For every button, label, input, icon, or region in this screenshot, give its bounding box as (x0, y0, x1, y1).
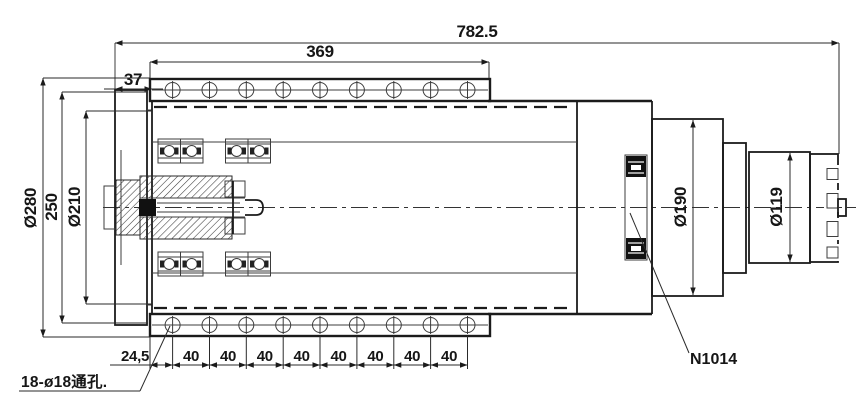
shaft-end-nub (837, 198, 847, 217)
dia-119-value: Ø119 (767, 187, 786, 226)
hole-pitch-value: 40 (257, 348, 273, 365)
front-bearings-bottom (157, 251, 271, 277)
hole-pitch-value: 40 (294, 348, 310, 365)
holes-note-leader (139, 325, 171, 392)
dimension-dia-210: Ø210 (65, 110, 152, 305)
dia-210-value: Ø210 (65, 187, 84, 227)
dia-250-value: 250 (42, 193, 61, 220)
clamp-ring-top (224, 180, 246, 198)
hole-chain-dimension: 24,5 40 40 40 40 40 40 40 40 (110, 336, 468, 369)
dimension-front-offset: 37 (104, 70, 163, 92)
collet-chuck-assembly (103, 175, 264, 240)
hole-pitch-value: 40 (404, 348, 420, 365)
bolt-holes-top (164, 81, 476, 99)
rear-castellated-end (809, 153, 847, 263)
clamp-ring-bottom (224, 217, 246, 235)
bearing-label-text: N1014 (690, 351, 737, 368)
bearing-callout: N1014 (629, 212, 737, 368)
dimension-dia-250: 250 (42, 91, 148, 324)
hole-pitch-value: 40 (330, 348, 346, 365)
dia-190-value: Ø190 (671, 187, 690, 227)
drawbar-key (139, 199, 156, 216)
front-bearings-top (157, 138, 271, 164)
bearing-block (247, 138, 271, 164)
dia-280-value: Ø280 (21, 188, 40, 228)
rear-bearing-n1014 (624, 154, 648, 261)
hole-pitch-value: 40 (367, 348, 383, 365)
dimension-flange-length: 369 (149, 42, 490, 78)
overall-length-value: 782.5 (456, 22, 497, 41)
bearing-block (225, 138, 249, 164)
hole-pitch-value: 40 (441, 348, 457, 365)
bearing-leader (629, 212, 690, 354)
mounting-flange-top (148, 77, 492, 103)
hole-pitch-value: 40 (220, 348, 236, 365)
bearing-block (180, 138, 204, 164)
bearing-block (180, 251, 204, 277)
dimension-overall-length: 782.5 (115, 22, 840, 154)
bearing-block (247, 251, 271, 277)
front-offset-value: 37 (124, 70, 142, 89)
hole-start-value: 24,5 (121, 348, 149, 365)
holes-note-callout: 18-ø18通孔. (19, 325, 171, 392)
castellation-slots (824, 165, 839, 261)
dimension-dia-280: Ø280 (21, 77, 150, 338)
shaft-tip (245, 199, 264, 216)
hole-pitch-value: 40 (183, 348, 199, 365)
holes-note-text: 18-ø18通孔. (21, 373, 107, 391)
bolt-holes-bottom (164, 316, 476, 334)
flange-length-value: 369 (306, 42, 333, 61)
rear-step-section (722, 142, 747, 274)
dimension-dia-190: Ø190 (671, 120, 696, 295)
dimension-dia-119: Ø119 (767, 153, 793, 262)
